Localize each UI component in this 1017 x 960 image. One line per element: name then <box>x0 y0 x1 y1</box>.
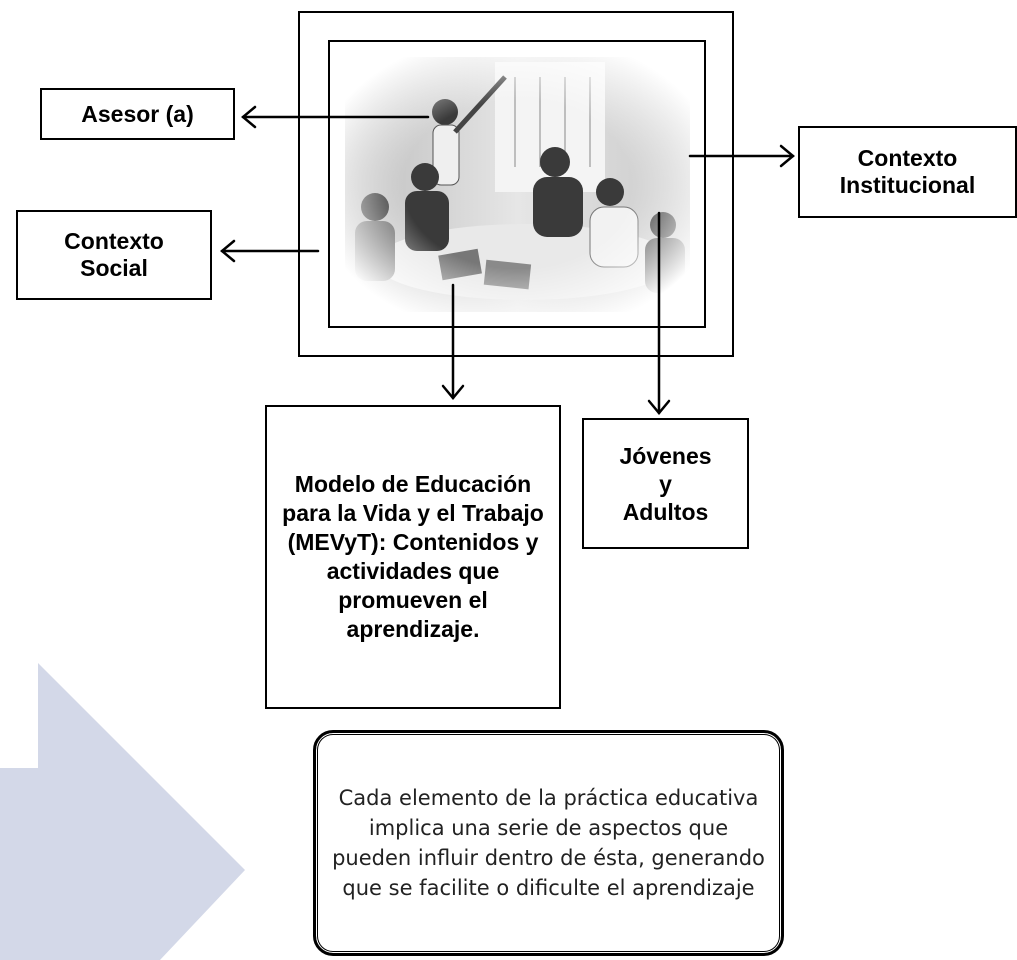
contexto-social-box: Contexto Social <box>16 210 212 300</box>
modelo-label: Modelo de Educación para la Vida y el Tr… <box>282 471 544 642</box>
asesor-box: Asesor (a) <box>40 88 235 140</box>
jovenes-adultos-box: Jóvenes y Adultos <box>582 418 749 549</box>
contexto-social-label: Contexto Social <box>64 228 164 281</box>
contexto-institucional-label: Contexto Institucional <box>839 145 976 198</box>
outer-frame <box>298 11 734 357</box>
modelo-box: Modelo de Educación para la Vida y el Tr… <box>265 405 561 709</box>
note-text: Cada elemento de la práctica educativa i… <box>332 786 765 900</box>
jovenes-adultos-label: Jóvenes y Adultos <box>619 442 712 525</box>
contexto-institucional-box: Contexto Institucional <box>798 126 1017 218</box>
inner-frame <box>328 40 706 328</box>
note-box: Cada elemento de la práctica educativa i… <box>313 730 784 956</box>
classroom-photo-icon <box>345 57 690 312</box>
asesor-label: Asesor (a) <box>81 100 194 127</box>
